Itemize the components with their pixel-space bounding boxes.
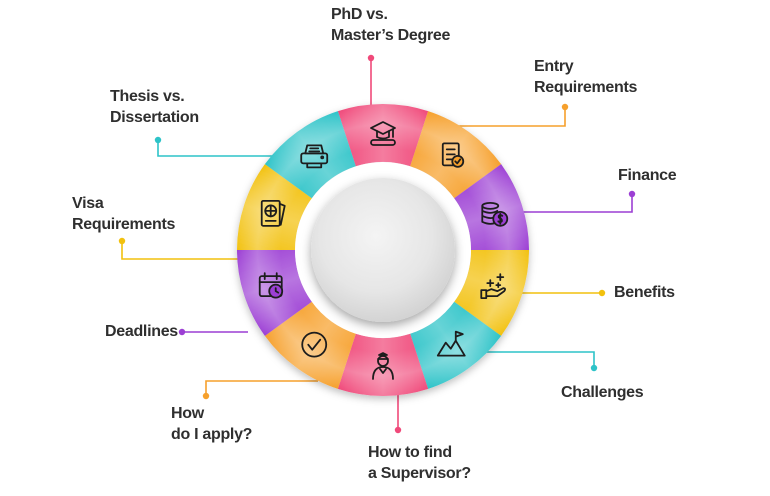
connector-dot-phd (367, 54, 375, 62)
coin-stack-icon (481, 201, 509, 227)
calendar-clock-icon (258, 272, 284, 299)
hand-sparkles-icon (480, 273, 506, 300)
label-phd-line: PhD vs. (331, 6, 388, 23)
center-circle (311, 178, 455, 322)
connector-entry (422, 107, 566, 127)
connector-dot-supervisor (394, 426, 402, 434)
label-deadlines-line: Deadlines (105, 323, 178, 340)
graduation-cap-diploma-icon (370, 121, 396, 146)
label-apply: How do I apply? (171, 403, 252, 445)
connector-dot-thesis (154, 136, 162, 144)
label-supervisor: How to find a Supervisor? (368, 442, 471, 484)
connector-dot-entry (561, 103, 569, 111)
label-entry-line: Requirements (534, 79, 638, 96)
label-supervisor-line: a Supervisor? (368, 465, 471, 482)
label-apply-line: How (171, 405, 204, 422)
label-challenges: Challenges (561, 382, 644, 403)
printer-thesis-icon (300, 144, 329, 169)
label-finance: Finance (618, 165, 677, 186)
label-benefits: Benefits (614, 282, 675, 303)
connector-thesis (157, 140, 290, 157)
passport-icon (260, 199, 286, 227)
connector-apply (205, 380, 318, 396)
connector-finance (512, 194, 633, 213)
connector-visa (121, 241, 238, 260)
label-benefits-line: Benefits (614, 284, 675, 301)
label-finance-line: Finance (618, 167, 677, 184)
connector-dot-benefits (598, 289, 606, 297)
connector-dot-apply (202, 392, 210, 400)
label-thesis: Thesis vs. Dissertation (110, 86, 199, 128)
label-visa-line: Visa (72, 195, 104, 212)
checkmark-circle-icon (301, 331, 328, 358)
label-visa-line: Requirements (72, 216, 176, 233)
connector-dot-visa (118, 237, 126, 245)
connector-dot-finance (628, 190, 636, 198)
connector-dot-deadlines (178, 328, 186, 336)
label-apply-line: do I apply? (171, 426, 253, 443)
mountain-flag-icon (436, 330, 466, 357)
label-supervisor-line: How to find (368, 444, 452, 461)
label-thesis-line: Dissertation (110, 109, 199, 126)
connector-challenges (480, 351, 595, 368)
label-thesis-line: Thesis vs. (110, 88, 185, 105)
label-phd-line: Master’s Degree (331, 27, 451, 44)
connector-dot-challenges (590, 364, 598, 372)
supervisor-person-icon (372, 352, 394, 380)
label-phd: PhD vs. Master’s Degree (331, 4, 450, 46)
label-deadlines: Deadlines (105, 321, 178, 342)
checklist-document-icon (441, 142, 465, 168)
label-entry-line: Entry (534, 58, 574, 75)
label-challenges-line: Challenges (561, 384, 644, 401)
